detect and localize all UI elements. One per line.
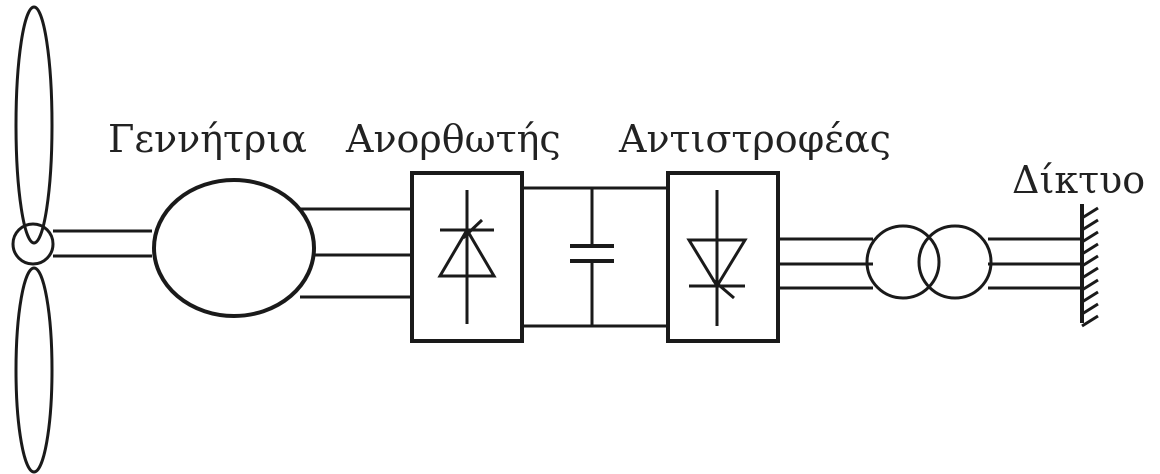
thyristor-icon bbox=[686, 190, 748, 326]
rotor-blade-bottom bbox=[14, 266, 54, 474]
inverter-label: Αντιστροφέας bbox=[618, 117, 891, 161]
dc-link bbox=[522, 186, 668, 328]
hatch-line bbox=[1081, 278, 1099, 292]
transformer-symbol bbox=[865, 224, 993, 300]
generator-label: Γεννήτρια bbox=[108, 117, 307, 161]
hatch-line bbox=[1081, 290, 1099, 304]
hatch-line bbox=[1081, 254, 1099, 268]
rotor-hub bbox=[11, 222, 55, 266]
inverter-to-transformer-lines bbox=[778, 237, 873, 290]
hatch-line bbox=[1081, 230, 1099, 244]
hatch-line bbox=[1081, 206, 1099, 220]
hatch-line bbox=[1081, 266, 1099, 280]
generator-to-rectifier-lines bbox=[300, 207, 412, 299]
grid-hatching bbox=[1081, 206, 1099, 328]
wind-turbine-rotor bbox=[11, 5, 55, 474]
inverter-block bbox=[666, 171, 780, 343]
grid-label: Δίκτυο bbox=[1012, 158, 1145, 202]
hatch-line bbox=[1081, 242, 1099, 256]
transformer-to-grid-lines bbox=[988, 237, 1082, 290]
hatch-line bbox=[1081, 302, 1099, 316]
hatch-line bbox=[1081, 314, 1099, 328]
rectifier-label: Ανορθωτής bbox=[345, 117, 561, 161]
grid-busbar bbox=[1080, 204, 1099, 328]
rectifier-block bbox=[410, 171, 524, 343]
turbine-shaft bbox=[53, 229, 152, 258]
rotor-blade-top bbox=[14, 5, 54, 245]
capacitor-icon bbox=[570, 244, 614, 263]
thyristor-icon bbox=[437, 190, 497, 324]
generator-symbol bbox=[152, 178, 316, 318]
hatch-line bbox=[1081, 218, 1099, 232]
